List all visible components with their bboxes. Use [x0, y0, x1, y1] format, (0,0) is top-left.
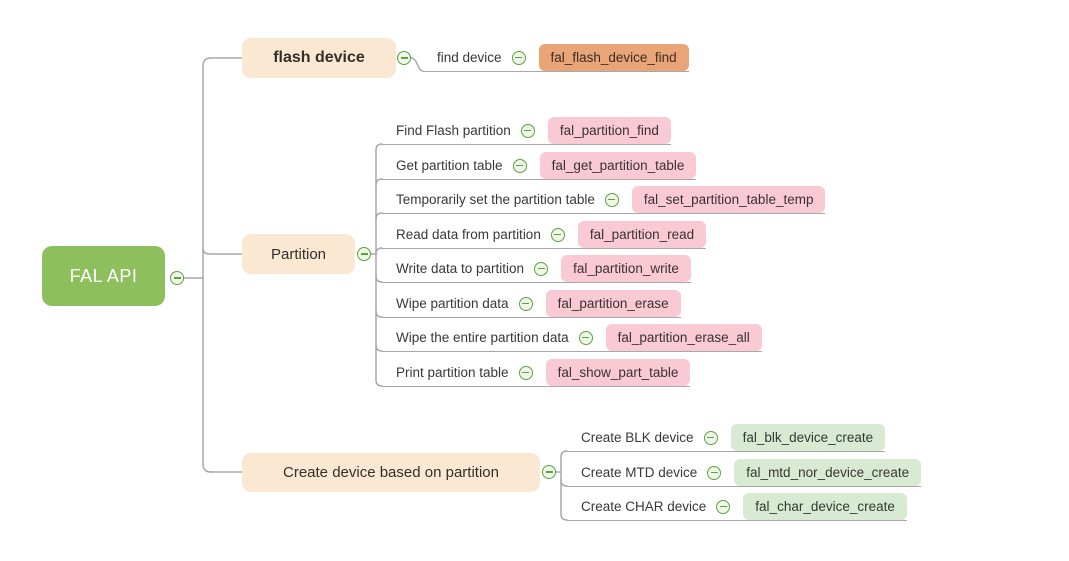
topic-create-blk-device[interactable]: Create BLK device [581, 430, 694, 445]
collapse-minus-icon[interactable] [578, 330, 593, 345]
row-read-data-from-partition: Read data from partition fal_partition_r… [382, 221, 707, 249]
collapse-minus-icon[interactable] [518, 296, 533, 311]
row-wipe-entire-partition-data: Wipe the entire partition data fal_parti… [382, 324, 762, 352]
collapse-minus-icon[interactable] [357, 247, 371, 261]
collapse-minus-icon[interactable] [703, 430, 718, 445]
node-fal-char-device-create[interactable]: fal_char_device_create [743, 493, 907, 520]
collapse-minus-icon[interactable] [604, 192, 619, 207]
topic-wipe-entire-partition-data[interactable]: Wipe the entire partition data [396, 330, 569, 345]
node-fal-mtd-nor-device-create[interactable]: fal_mtd_nor_device_create [734, 459, 922, 486]
topic-read-data-from-partition[interactable]: Read data from partition [396, 227, 541, 242]
collapse-minus-icon[interactable] [520, 123, 535, 138]
row-find-device: find device fal_flash_device_find [423, 44, 689, 72]
topic-create-char-device[interactable]: Create CHAR device [581, 499, 707, 514]
collapse-minus-icon[interactable] [511, 50, 526, 65]
node-fal-partition-erase-all[interactable]: fal_partition_erase_all [605, 324, 762, 351]
node-fal-set-partition-table-temp[interactable]: fal_set_partition_table_temp [631, 186, 826, 213]
node-fal-blk-device-create[interactable]: fal_blk_device_create [730, 424, 886, 451]
topic-print-partition-table[interactable]: Print partition table [396, 365, 509, 380]
collapse-minus-icon[interactable] [518, 365, 533, 380]
node-fal-show-part-table[interactable]: fal_show_part_table [545, 359, 691, 386]
topic-write-data-to-partition[interactable]: Write data to partition [396, 261, 525, 276]
collapse-minus-icon[interactable] [534, 261, 549, 276]
collapse-minus-icon[interactable] [397, 51, 411, 65]
row-wipe-partition-data: Wipe partition data fal_partition_erase [382, 290, 681, 318]
row-print-partition-table: Print partition table fal_show_part_tabl… [382, 359, 691, 387]
node-fal-api[interactable]: FAL API [42, 246, 165, 306]
row-write-data-to-partition: Write data to partition fal_partition_wr… [382, 255, 691, 283]
node-partition[interactable]: Partition [242, 234, 355, 274]
row-temporarily-set-partition-table: Temporarily set the partition table fal_… [382, 186, 826, 214]
node-fal-partition-write[interactable]: fal_partition_write [561, 255, 691, 282]
node-fal-partition-erase[interactable]: fal_partition_erase [545, 290, 681, 317]
collapse-minus-icon[interactable] [716, 499, 731, 514]
node-flash-device[interactable]: flash device [242, 38, 396, 78]
topic-find-device[interactable]: find device [437, 50, 502, 65]
topic-get-partition-table[interactable]: Get partition table [396, 158, 503, 173]
row-create-mtd-device: Create MTD device fal_mtd_nor_device_cre… [567, 459, 922, 487]
topic-create-mtd-device[interactable]: Create MTD device [581, 465, 698, 480]
collapse-minus-icon[interactable] [542, 465, 556, 479]
topic-wipe-partition-data[interactable]: Wipe partition data [396, 296, 509, 311]
node-fal-get-partition-table[interactable]: fal_get_partition_table [539, 152, 697, 179]
collapse-minus-icon[interactable] [512, 158, 527, 173]
row-create-blk-device: Create BLK device fal_blk_device_create [567, 424, 886, 452]
collapse-minus-icon[interactable] [550, 227, 565, 242]
row-create-char-device: Create CHAR device fal_char_device_creat… [567, 493, 907, 521]
collapse-minus-icon[interactable] [707, 465, 722, 480]
node-fal-partition-find[interactable]: fal_partition_find [547, 117, 671, 144]
topic-find-flash-partition[interactable]: Find Flash partition [396, 123, 511, 138]
node-create-device-based-on-partition[interactable]: Create device based on partition [242, 453, 540, 492]
node-fal-flash-device-find[interactable]: fal_flash_device_find [538, 44, 689, 71]
row-get-partition-table: Get partition table fal_get_partition_ta… [382, 152, 697, 180]
collapse-minus-icon[interactable] [170, 271, 184, 285]
topic-temporarily-set-partition-table[interactable]: Temporarily set the partition table [396, 192, 595, 207]
node-fal-partition-read[interactable]: fal_partition_read [577, 221, 707, 248]
row-find-flash-partition: Find Flash partition fal_partition_find [382, 117, 671, 145]
